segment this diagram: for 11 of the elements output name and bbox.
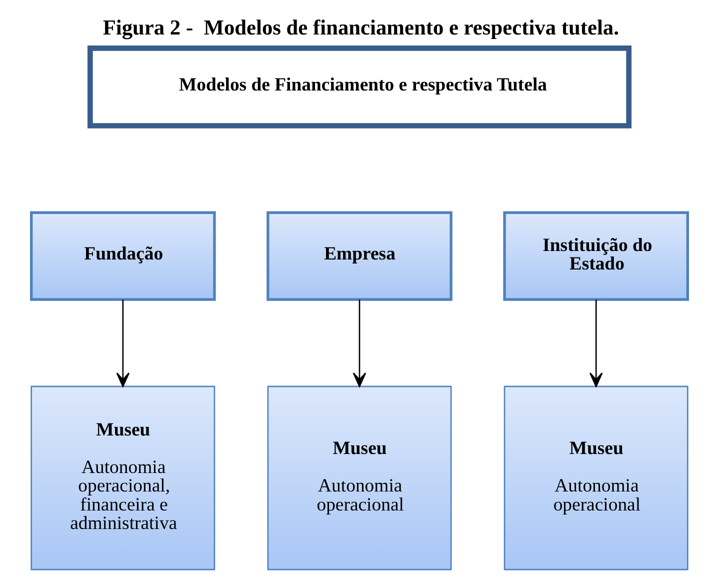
diagram-title: Figura 2 - Modelos de financiamento e respectiva tutela. xyxy=(102,16,618,40)
node-box: Museu Autonomia operacional xyxy=(266,386,452,570)
node-box: Museu Autonomia operacional, financeira e administrativa xyxy=(30,386,215,570)
node-box: Instituição do Estado xyxy=(502,211,688,301)
node-box: Empresa xyxy=(266,211,452,301)
arrow xyxy=(352,300,366,388)
arrow xyxy=(116,300,130,388)
node-box: Fundação xyxy=(30,211,216,301)
node-box: Museu Autonomia operacional xyxy=(503,386,688,570)
arrow xyxy=(588,300,602,388)
node-box: Modelos de Financiamento e respectiva Tutela xyxy=(86,46,632,128)
